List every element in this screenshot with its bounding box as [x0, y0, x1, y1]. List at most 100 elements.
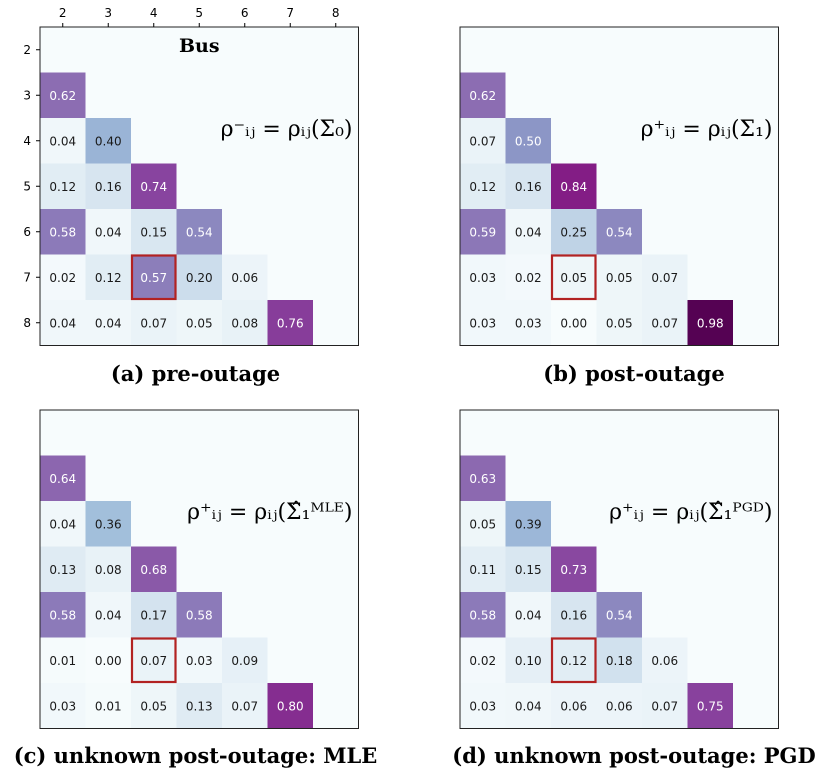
- heatmap-cell: [222, 254, 268, 300]
- heatmap-cell: [596, 254, 642, 300]
- cell-value-label: 0.98: [697, 316, 724, 330]
- heatmap-cell: [551, 546, 597, 592]
- cell-value-label: 0.03: [49, 699, 76, 713]
- formula-label: ρ⁻ᵢⱼ = ρᵢⱼ(Σ₀): [221, 117, 353, 142]
- heatmap-cell: [85, 163, 131, 209]
- x-tick-label: 6: [241, 6, 249, 20]
- heatmap-cell: [505, 254, 551, 300]
- heatmap-cell: [85, 209, 131, 255]
- cell-value-label: 0.06: [231, 271, 258, 285]
- heatmap-cell: [222, 637, 268, 683]
- heatmap-cell: [131, 300, 177, 346]
- formula-label: ρ⁺ᵢⱼ = ρᵢⱼ(Σ̂₁ᴾᴳᴰ): [609, 500, 772, 525]
- heatmap-cell: [460, 118, 506, 164]
- heatmap-cell: [176, 592, 222, 638]
- cell-value-label: 0.03: [469, 699, 496, 713]
- cell-value-label: 0.12: [469, 180, 496, 194]
- heatmap-cell: [131, 683, 177, 729]
- cell-value-label: 0.54: [606, 225, 633, 239]
- cell-value-label: 0.05: [606, 271, 633, 285]
- cell-value-label: 0.06: [651, 654, 678, 668]
- cell-value-label: 0.20: [186, 271, 213, 285]
- cell-value-label: 0.12: [95, 271, 122, 285]
- formula-label: ρ⁺ᵢⱼ = ρᵢⱼ(Σ₁): [641, 117, 773, 142]
- heatmap-cell: [551, 300, 597, 346]
- cell-value-label: 0.25: [560, 225, 587, 239]
- heatmap-cell: [222, 683, 268, 729]
- cell-value-label: 0.08: [95, 563, 122, 577]
- heatmap-cell: [40, 163, 86, 209]
- cell-value-label: 0.06: [560, 699, 587, 713]
- heatmap-cell: [176, 254, 222, 300]
- cell-value-label: 0.03: [469, 316, 496, 330]
- cell-value-label: 0.80: [277, 699, 304, 713]
- cell-value-label: 0.04: [95, 225, 122, 239]
- heatmap-cell: [551, 637, 597, 683]
- heatmap-cell: [460, 592, 506, 638]
- heatmap-cell: [642, 254, 688, 300]
- cell-value-label: 0.03: [515, 316, 542, 330]
- heatmap-cell: [505, 118, 551, 164]
- cell-value-label: 0.36: [95, 517, 122, 531]
- heatmap-cell: [596, 683, 642, 729]
- heatmap-cell: [687, 300, 733, 346]
- cell-value-label: 0.03: [469, 271, 496, 285]
- y-tick-label: 3: [23, 88, 31, 102]
- cell-value-label: 0.58: [186, 608, 213, 622]
- heatmap-cell: [505, 637, 551, 683]
- cell-value-label: 0.02: [469, 654, 496, 668]
- caption-a: (a) pre-outage: [110, 361, 281, 386]
- highlight-box: [130, 637, 177, 684]
- x-tick-label: 5: [195, 6, 203, 20]
- cell-value-label: 0.04: [515, 608, 542, 622]
- heatmap-cell: [642, 637, 688, 683]
- heatmap-cell: [176, 683, 222, 729]
- cell-value-label: 0.02: [49, 271, 76, 285]
- heatmap-cell: [85, 546, 131, 592]
- cell-value-label: 0.06: [606, 699, 633, 713]
- cell-value-label: 0.07: [469, 134, 496, 148]
- heatmap-cell: [460, 546, 506, 592]
- heatmap-cell: [505, 163, 551, 209]
- heatmap-cell: [131, 163, 177, 209]
- y-tick-label: 6: [23, 225, 31, 239]
- heatmap-cell: [551, 592, 597, 638]
- heatmap-cell: [85, 501, 131, 547]
- x-tick-label: 2: [59, 6, 67, 20]
- heatmap-cell: [176, 300, 222, 346]
- cell-value-label: 0.17: [140, 608, 167, 622]
- highlight-box: [550, 637, 597, 684]
- cell-value-label: 0.64: [49, 472, 76, 486]
- heatmap-cell: [131, 592, 177, 638]
- caption-d: (d) unknown post-outage: PGD: [452, 743, 816, 768]
- y-tick-label: 8: [23, 316, 31, 330]
- caption-b: (b) post-outage: [543, 361, 725, 386]
- cell-value-label: 0.75: [697, 699, 724, 713]
- heatmap-cell: [176, 637, 222, 683]
- heatmap-cell: [642, 683, 688, 729]
- heatmap-cell: [267, 300, 313, 346]
- cell-value-label: 0.58: [49, 225, 76, 239]
- cell-value-label: 0.63: [469, 472, 496, 486]
- cell-value-label: 0.00: [95, 654, 122, 668]
- cell-value-label: 0.05: [606, 316, 633, 330]
- heatmap-cell: [222, 300, 268, 346]
- heatmap-cell: [551, 163, 597, 209]
- cell-value-label: 0.15: [515, 563, 542, 577]
- heatmap-cell: [505, 683, 551, 729]
- heatmap-cell: [85, 254, 131, 300]
- heatmap-cell: [40, 637, 86, 683]
- y-tick-label: 5: [23, 179, 31, 193]
- cell-value-label: 0.07: [651, 316, 678, 330]
- heatmap-cell: [40, 501, 86, 547]
- heatmap-cell: [131, 209, 177, 255]
- y-tick-label: 2: [23, 43, 31, 57]
- x-tick-label: 3: [104, 6, 112, 20]
- heatmap-cell: [460, 72, 506, 118]
- cell-value-label: 0.04: [49, 134, 76, 148]
- y-tick-label: 7: [23, 270, 31, 284]
- heatmap-cell: [85, 683, 131, 729]
- cell-value-label: 0.11: [469, 563, 496, 577]
- cell-value-label: 0.16: [515, 180, 542, 194]
